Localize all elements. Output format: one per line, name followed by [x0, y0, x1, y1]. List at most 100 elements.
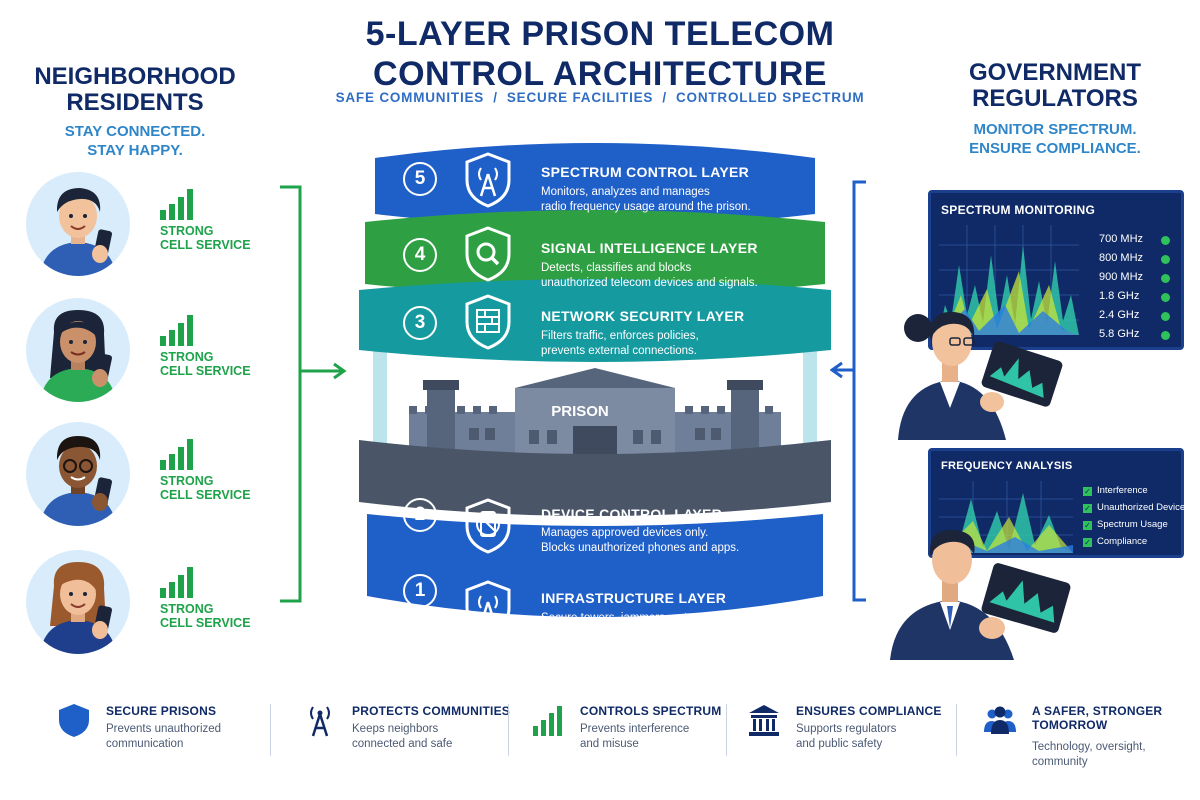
footer-description: Prevents interference and misuse	[580, 722, 725, 752]
footer-divider	[956, 704, 957, 756]
layer-number: 4	[403, 238, 437, 272]
signal-bars-icon	[533, 706, 562, 736]
layer-title: DEVICE CONTROL LAYER	[541, 506, 723, 522]
resident-signal-label: STRONG CELL SERVICE	[160, 224, 280, 252]
layer-stack: PRISON 5 SPECTRUM CONTROL LAYER Monitors…	[345, 118, 845, 678]
footer-title: ENSURES COMPLIANCE	[796, 704, 942, 718]
resident-signal-label: STRONG CELL SERVICE	[160, 350, 280, 378]
resident-signal-label: STRONG CELL SERVICE	[160, 474, 280, 502]
antenna-icon	[310, 706, 330, 737]
footer-divider	[508, 704, 509, 756]
status-dot	[1161, 312, 1170, 321]
footer-divider	[270, 704, 271, 756]
check-item: ✓ Interference	[1083, 485, 1148, 496]
layer-number: 2	[403, 498, 437, 532]
signal-label-line-2: CELL SERVICE	[160, 364, 251, 378]
signal-label-line-2: CELL SERVICE	[160, 616, 251, 630]
resident-avatar	[26, 550, 130, 654]
government-building-icon	[749, 705, 779, 736]
footer-title-line-2: TOMORROW	[1032, 718, 1108, 732]
footer-desc-line-2: connected and safe	[352, 738, 453, 750]
layer-desc-line-2: Blocks unauthorized phones and apps.	[541, 542, 740, 554]
page-title: 5-LAYER PRISON TELECOM CONTROL ARCHITECT…	[300, 14, 900, 94]
check-label: Unauthorized Devices	[1097, 502, 1190, 513]
footer-desc-line-1: Supports regulators	[796, 723, 897, 735]
check-icon: ✓	[1083, 487, 1092, 496]
footer-desc-line-2: communication	[106, 738, 184, 750]
layer-description: Detects, classifies and blocks unauthori…	[541, 261, 811, 291]
spectrum-monitor-title: SPECTRUM MONITORING	[941, 203, 1096, 217]
signal-bars-icon	[160, 439, 193, 470]
layer-number: 1	[403, 574, 437, 608]
check-icon: ✓	[1083, 538, 1092, 547]
prison-label: PRISON	[551, 403, 609, 420]
footer-desc-line-2: and public safety	[796, 738, 883, 750]
resident-card: STRONG CELL SERVICE	[26, 298, 296, 402]
title-line-2: CONTROL ARCHITECTURE	[373, 55, 827, 93]
resident-signal-label: STRONG CELL SERVICE	[160, 602, 280, 630]
resident-avatar	[26, 298, 130, 402]
layer-title: SIGNAL INTELLIGENCE LAYER	[541, 240, 758, 256]
check-label: Compliance	[1097, 536, 1148, 547]
footer-desc-line-2: community	[1032, 756, 1088, 768]
signal-label-line-1: STRONG	[160, 474, 214, 488]
residents-tagline-line-1: STAY CONNECTED.	[64, 123, 206, 140]
footer-title: PROTECTS COMMUNITIES	[352, 704, 511, 718]
signal-bars-icon	[160, 315, 193, 346]
footer-item-ensures-compliance: ENSURES COMPLIANCE Supports regulators a…	[746, 700, 946, 770]
blocked-phone-icon	[465, 498, 511, 554]
signal-label-line-1: STRONG	[160, 224, 214, 238]
check-item: ✓ Compliance	[1083, 536, 1147, 547]
regulators-heading-line-2: REGULATORS	[972, 85, 1138, 112]
check-icon: ✓	[1083, 504, 1092, 513]
layer-desc-line-2: backhaul and power systems.	[541, 627, 693, 639]
freq-label: 5.8 GHz	[1099, 328, 1140, 340]
status-dot	[1161, 274, 1170, 283]
resident-avatar	[26, 422, 130, 526]
regulators-heading: GOVERNMENT REGULATORS	[935, 60, 1175, 112]
layer-5: 5 SPECTRUM CONTROL LAYER Monitors, analy…	[345, 140, 845, 220]
layer-desc-line-1: Manages approved devices only.	[541, 527, 709, 539]
layer-4: 4 SIGNAL INTELLIGENCE LAYER Detects, cla…	[345, 214, 845, 294]
footer-desc-line-1: Technology, oversight,	[1032, 741, 1146, 753]
resident-card: STRONG CELL SERVICE	[26, 550, 296, 654]
signal-label-line-2: CELL SERVICE	[160, 238, 251, 252]
magnifier-icon	[465, 226, 511, 282]
footer-title: A SAFER, STRONGER TOMORROW	[1032, 704, 1162, 732]
layer-number: 5	[403, 162, 437, 196]
check-label: Spectrum Usage	[1097, 519, 1168, 530]
regulators-tagline: MONITOR SPECTRUM. ENSURE COMPLIANCE.	[935, 120, 1175, 158]
check-item: ✓ Unauthorized Devices	[1083, 502, 1190, 513]
footer-title-line-1: A SAFER, STRONGER	[1032, 704, 1163, 718]
residents-heading-line-2: RESIDENTS	[66, 89, 204, 116]
resident-avatar	[26, 172, 130, 276]
layer-2: 2 DEVICE CONTROL LAYER Manages approved …	[345, 490, 845, 570]
layer-title: INFRASTRUCTURE LAYER	[541, 590, 727, 606]
footer-item-controls-spectrum: CONTROLS SPECTRUM Prevents interference …	[530, 700, 730, 770]
freq-label: 2.4 GHz	[1099, 309, 1140, 321]
footer-desc-line-1: Prevents interference	[580, 723, 690, 735]
footer-description: Prevents unauthorized communication	[106, 722, 251, 752]
freq-label: 900 MHz	[1099, 271, 1144, 283]
footer-description: Supports regulators and public safety	[796, 722, 941, 752]
title-line-1: 5-LAYER PRISON TELECOM	[365, 15, 835, 53]
footer-desc-line-1: Keeps neighbors	[352, 723, 439, 735]
footer-desc-line-2: and misuse	[580, 738, 639, 750]
footer-desc-line-1: Prevents unauthorized	[106, 723, 222, 735]
footer-description: Technology, oversight, community	[1032, 740, 1177, 770]
layer-desc-line-2: radio frequency usage around the prison.	[541, 201, 751, 213]
regulators-bracket-arrow	[830, 180, 866, 602]
freq-label: 800 MHz	[1099, 252, 1144, 264]
residents-heading: NEIGHBORHOOD RESIDENTS	[20, 64, 250, 116]
status-dot	[1161, 255, 1170, 264]
signal-label-line-1: STRONG	[160, 602, 214, 616]
regulators-tagline-line-2: ENSURE COMPLIANCE.	[969, 140, 1141, 157]
antenna-icon	[465, 152, 511, 208]
regulators-heading-line-1: GOVERNMENT	[968, 59, 1141, 86]
check-label: Interference	[1097, 485, 1148, 496]
footer-description: Keeps neighbors connected and safe	[352, 722, 497, 752]
residents-tagline: STAY CONNECTED. STAY HAPPY.	[20, 122, 250, 160]
layer-desc-line-1: Filters traffic, enforces policies,	[541, 330, 699, 342]
regulators-tagline-line-1: MONITOR SPECTRUM.	[973, 121, 1137, 138]
resident-card: STRONG CELL SERVICE	[26, 422, 296, 526]
